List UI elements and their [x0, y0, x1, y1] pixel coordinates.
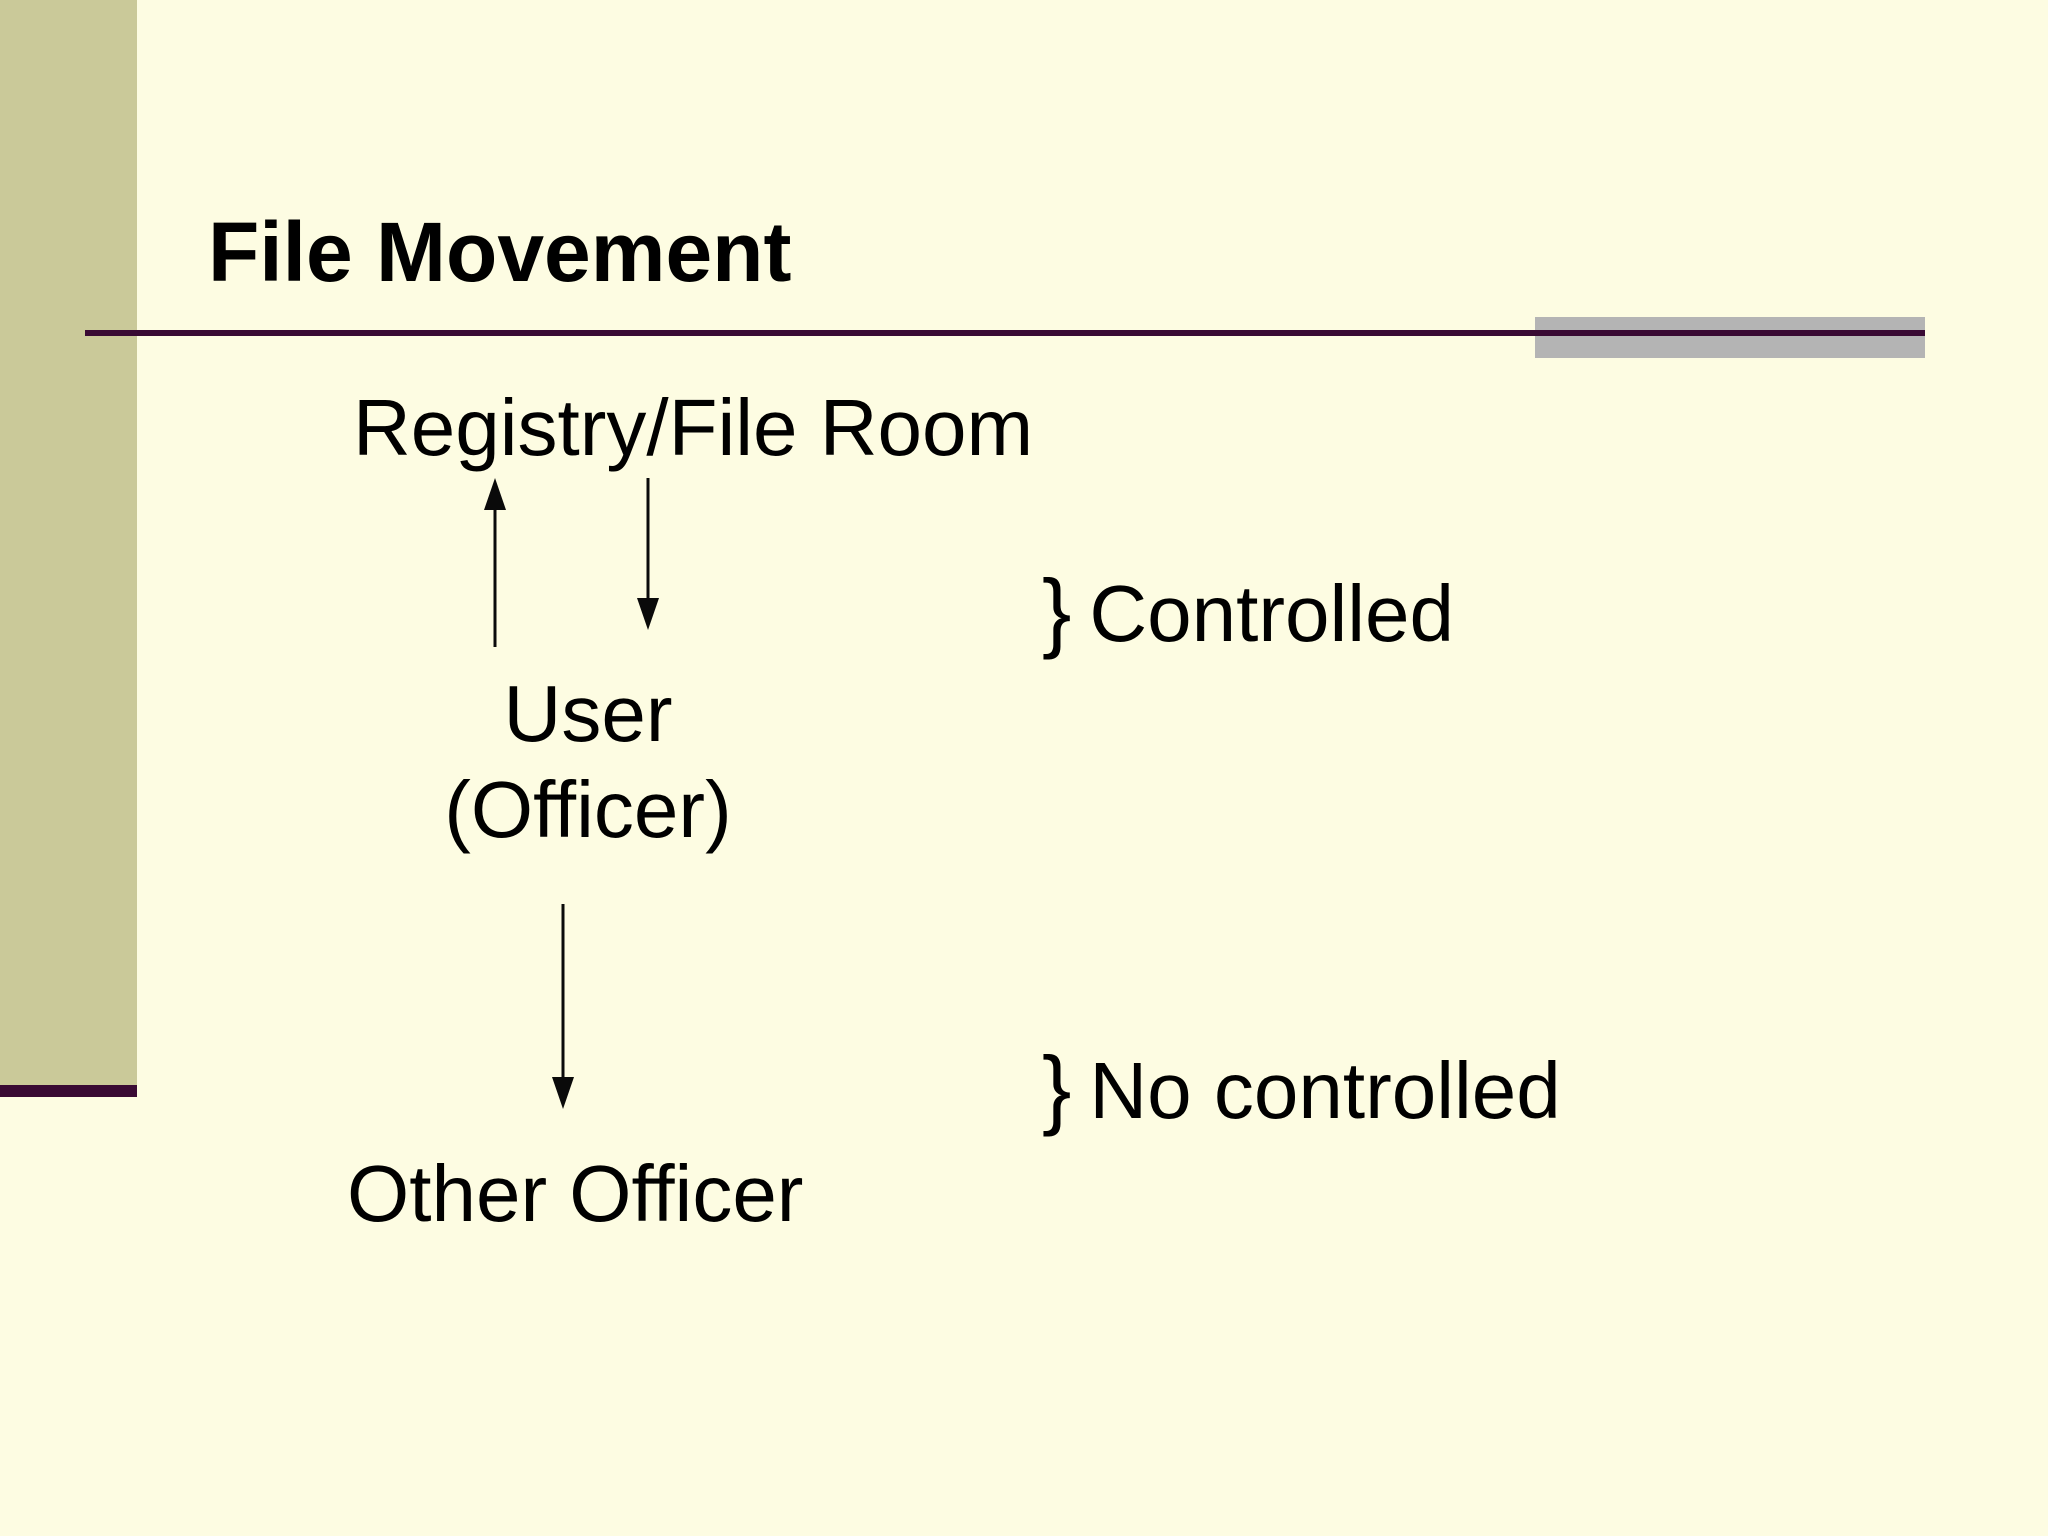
annotation-controlled-label: Controlled: [1089, 569, 1455, 658]
brace-icon: }: [1042, 561, 1072, 660]
gray-accent-bar: [1535, 317, 1925, 358]
title-underline-rule: [85, 330, 1925, 336]
node-registry-file-room: Registry/File Room: [353, 383, 1034, 472]
annotation-controlled: }Controlled: [1042, 560, 1454, 662]
annotation-no-controlled: }No controlled: [1042, 1037, 1561, 1139]
node-other-officer: Other Officer: [347, 1149, 804, 1238]
left-sidebar-decoration: [0, 0, 137, 1085]
arrow-down-registry-to-user-icon: [637, 478, 659, 630]
page-title: File Movement: [208, 205, 792, 299]
node-user-line2: (Officer): [444, 765, 732, 854]
node-user-officer: User (Officer): [400, 666, 776, 858]
node-user-line1: User: [503, 669, 673, 758]
annotation-no-controlled-label: No controlled: [1089, 1046, 1561, 1135]
left-sidebar-footer-accent: [0, 1085, 137, 1097]
brace-icon: }: [1042, 1038, 1072, 1137]
arrow-up-user-to-registry-icon: [484, 478, 506, 647]
arrow-down-user-to-other-officer-icon: [552, 904, 574, 1109]
